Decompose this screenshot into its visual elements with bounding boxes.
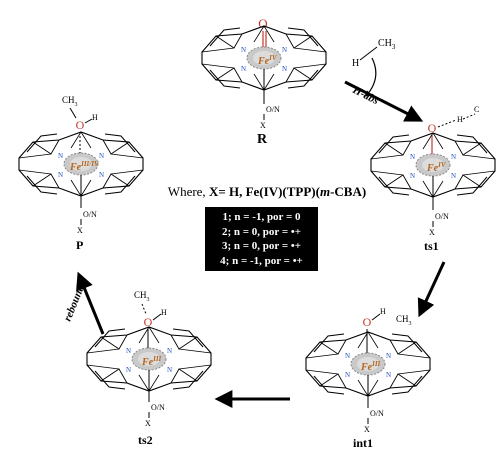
legend-text: n = -1, por = •+ [229,254,303,267]
h-atom-P: H [92,113,98,122]
label-ts2: ts2 [138,433,153,447]
o-h-bond-P [84,118,93,124]
where-prefix: Where, [167,184,209,199]
n-atom: N [410,172,415,180]
arrow-h-abs [344,80,424,122]
x-label-ts2: X [145,419,151,428]
arrow-ts1-int1 [417,261,446,318]
where-meta: m [319,184,331,199]
n-atom: N [126,366,131,374]
label-R: R [257,132,268,147]
n-atom: N [99,171,104,179]
label-P: P [76,238,83,252]
o-atom-int1: O [363,315,372,329]
complex-P: CH3 O H FeIII/IV O/N X P [18,95,144,252]
c-o-dotted-ts2 [141,303,147,315]
h-atom-ts2: H [161,308,167,317]
complex-int1: O H CH3 FeIII O/N X int1 [305,307,431,450]
legend-text: n = 0, por = •+ [231,240,301,252]
legend-num: 1; [222,211,232,223]
axial-label-int1: O/N [370,409,384,418]
legend-text: n = -1, por = 0 [231,211,301,223]
fe-label-ts1: FeIV [426,161,447,174]
n-atom: N [126,347,131,355]
o-h-bond-int1 [371,313,381,321]
n-atom: N [386,371,391,379]
o-atom-P: O [76,118,85,132]
h-atom-ts1: H [457,115,463,124]
n-atom: N [99,152,104,160]
n-atom: N [241,46,246,54]
n-atom: N [58,171,63,179]
n-atom: N [410,153,415,161]
n-atom: N [58,152,63,160]
legend-row-4: 4; n = -1, por = •+ [205,254,318,269]
axial-label-ts2: O/N [151,403,165,412]
legend-text: n = 0, por = •+ [231,225,301,238]
x-label-int1: X [364,425,370,434]
fe-label-ts2: FeIII [141,355,162,368]
h-c-dotted [462,113,476,120]
label-ts1: ts1 [424,239,439,253]
label-int1: int1 [353,436,373,450]
n-atom: N [345,371,350,379]
n-atom: N [451,172,456,180]
h-atom-int1: H [380,307,386,316]
ch3-ts2: CH3 [134,290,150,303]
legend-row-2: 2; n = 0, por = •+ [205,225,318,240]
nitrogen-atoms: N N N N N N N N N N N N N N N N N N N N [58,46,456,379]
n-atom: N [451,153,456,161]
o-h-bond-ts2 [152,313,162,321]
n-atom: N [386,352,391,360]
legend-num: 2; [222,225,232,238]
axial-label-R: O/N [266,105,280,114]
n-atom: N [241,65,246,73]
x-label-ts1: X [429,228,435,237]
complex-R: O FeIV O/N X R [201,16,327,147]
ch3-radical-int1: CH3 [396,314,412,327]
oxo-atom: O [258,16,267,31]
legend-row-1: 1; n = -1, por = 0 [205,210,318,225]
o-atom-ts2: O [144,315,153,329]
o-h-dotted [437,119,457,128]
n-atom: N [282,46,287,54]
legend-num: 4; [220,254,230,267]
h-abs-label: H-abs [350,84,381,108]
where-suffix: -CBA) [330,184,367,199]
rebound-label: rebound [62,283,88,323]
fe-label-R: FeIV [257,54,278,67]
x-label-R: X [260,121,266,130]
x-label-P: X [77,226,83,235]
axial-label-ts1: O/N [435,212,449,221]
ch3-P: CH3 [62,95,78,108]
n-atom: N [167,366,172,374]
c-o-bond-P [69,107,77,119]
n-atom: N [282,65,287,73]
axial-label-P: O/N [83,210,97,219]
oxo-atom-ts1: O [428,121,437,135]
complex-ts2: CH3 O H FeIII O/N X ts2 [86,290,212,447]
n-atom: N [345,352,350,360]
n-atom: N [167,347,172,355]
h-atom-substrate: H [352,58,359,69]
where-formula: X= H, Fe(IV)(TPP)( [208,184,320,199]
complex-ts1: O H C FeIV O/N X ts1 [370,105,496,253]
c-h-bond [359,46,378,61]
state-legend-box: 1; n = -1, por = 0 2; n = 0, por = •+ 3;… [205,207,318,271]
fe-label-P: FeIII/IV [69,160,100,173]
ch3-substrate: CH3 [378,38,396,51]
fe-label-int1: FeIII [360,360,381,373]
ch3-ts1: C [474,105,479,114]
legend-num: 3; [222,240,232,252]
legend-row-3: 3; n = 0, por = •+ [205,239,318,254]
arrow-rebound [76,271,105,335]
where-caption: Where, X= H, Fe(IV)(TPP)(m-CBA) [152,184,382,200]
